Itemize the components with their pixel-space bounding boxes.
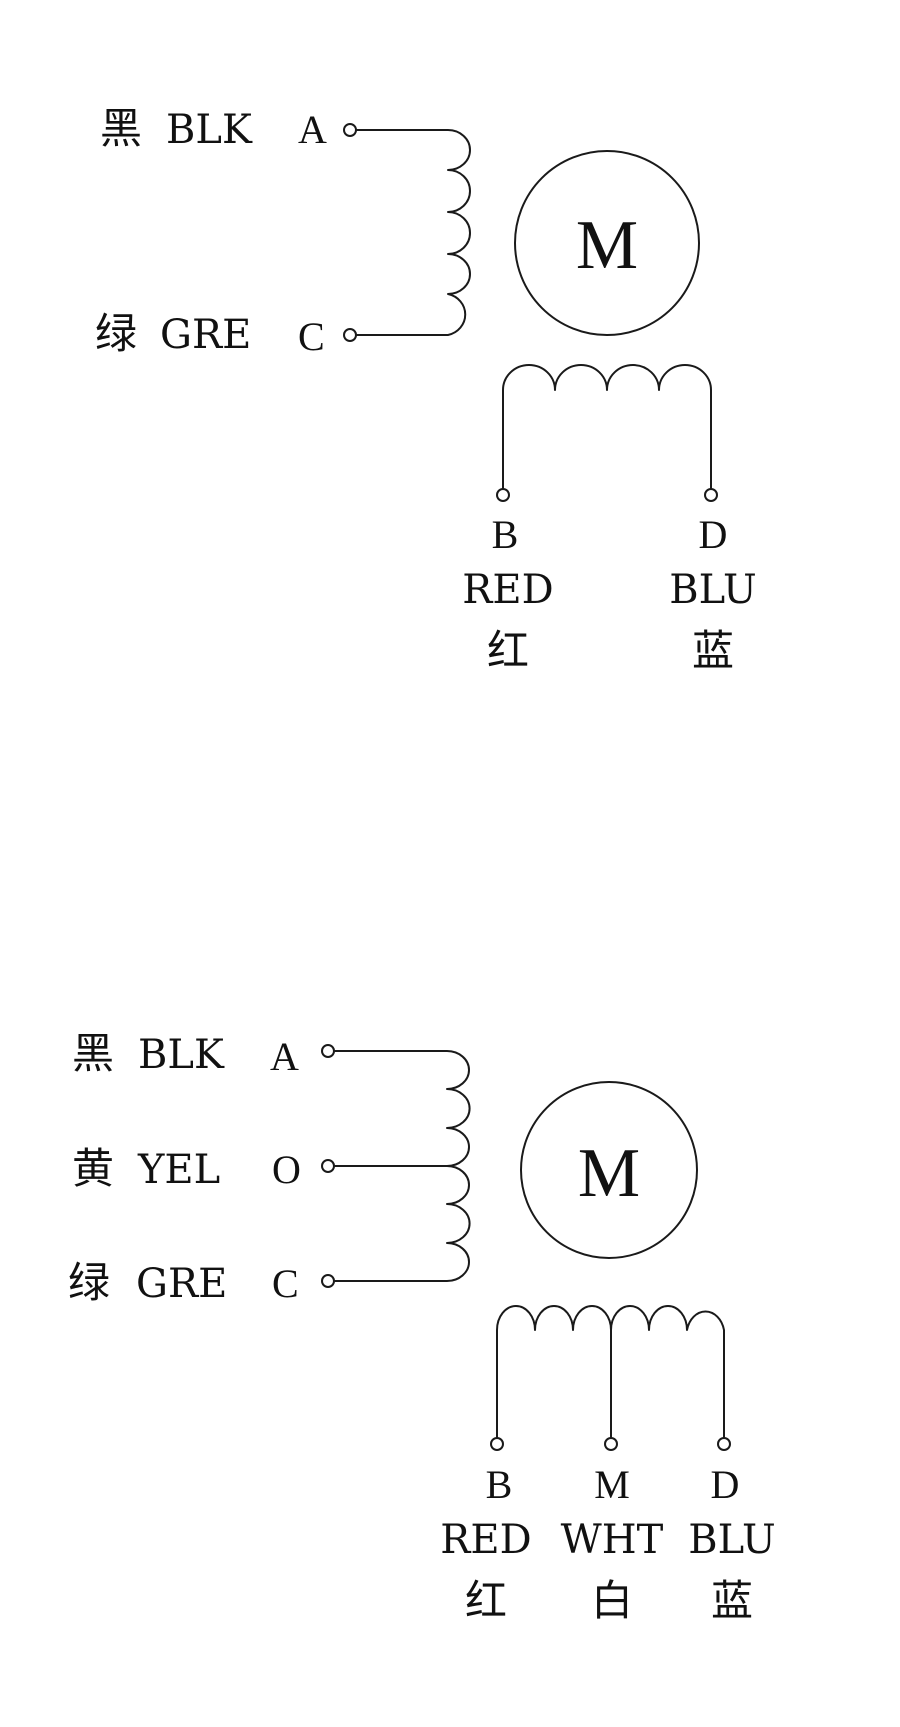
wire-c-color-label: GRE — [160, 312, 251, 358]
wire-b-color-label: RED — [440, 1517, 531, 1563]
wire-d-cn-label: 蓝 — [692, 626, 734, 675]
terminal-c — [321, 1274, 335, 1288]
terminal-d — [704, 488, 718, 502]
motor-circle — [514, 150, 700, 336]
wire-c-pin-label: C — [272, 1261, 299, 1306]
wire-o-cn-label: 黄 — [72, 1144, 114, 1193]
wire-d-color-label: BLU — [688, 1517, 775, 1563]
wire-b-pin-label: B — [492, 512, 519, 557]
six-wire-diagram: 黑 BLK A 黄 YEL O 绿 GRE C M B RED 红 M WHT … — [68, 1029, 776, 1625]
coil-ac — [355, 129, 471, 336]
wire-b-cn-label: 红 — [465, 1576, 507, 1625]
wire-d-pin-label: D — [711, 1462, 740, 1507]
wire-c-pin-label: C — [298, 314, 325, 359]
wire-o-color-label: YEL — [137, 1147, 220, 1193]
wire-a-color-label: BLK — [138, 1032, 225, 1078]
coil-bd — [496, 1305, 725, 1439]
terminal-o — [321, 1159, 335, 1173]
four-wire-diagram: 黑 BLK A 绿 GRE C M B RED 红 D BLU 蓝 — [95, 104, 757, 675]
coil-bd — [502, 364, 712, 490]
wire-d-cn-label: 蓝 — [711, 1576, 753, 1625]
wire-o-pin-label: O — [272, 1147, 301, 1192]
terminal-m — [604, 1437, 618, 1451]
motor-label: M — [578, 1135, 640, 1212]
wire-b-color-label: RED — [462, 567, 553, 613]
wire-c-cn-label: 绿 — [68, 1258, 110, 1307]
motor-label: M — [576, 207, 638, 284]
wire-c-cn-label: 绿 — [95, 309, 137, 358]
wire-d-color-label: BLU — [669, 567, 756, 613]
wire-a-pin-label: A — [298, 107, 327, 152]
terminal-a — [343, 123, 357, 137]
wire-m-pin-label: M — [594, 1462, 630, 1507]
wire-c-color-label: GRE — [136, 1261, 227, 1307]
terminal-d — [717, 1437, 731, 1451]
terminal-a — [321, 1044, 335, 1058]
wire-a-color-label: BLK — [166, 107, 253, 153]
terminal-c — [343, 328, 357, 342]
wire-a-pin-label: A — [270, 1034, 299, 1079]
terminal-b — [490, 1437, 504, 1451]
wire-b-cn-label: 红 — [487, 626, 529, 675]
motor-circle — [520, 1081, 698, 1259]
wire-d-pin-label: D — [699, 512, 728, 557]
wire-m-color-label: WHT — [561, 1517, 664, 1563]
wire-a-cn-label: 黑 — [100, 104, 142, 153]
wire-a-cn-label: 黑 — [72, 1029, 114, 1078]
wire-m-cn-label: 白 — [591, 1576, 633, 1625]
wire-b-pin-label: B — [486, 1462, 513, 1507]
terminal-b — [496, 488, 510, 502]
